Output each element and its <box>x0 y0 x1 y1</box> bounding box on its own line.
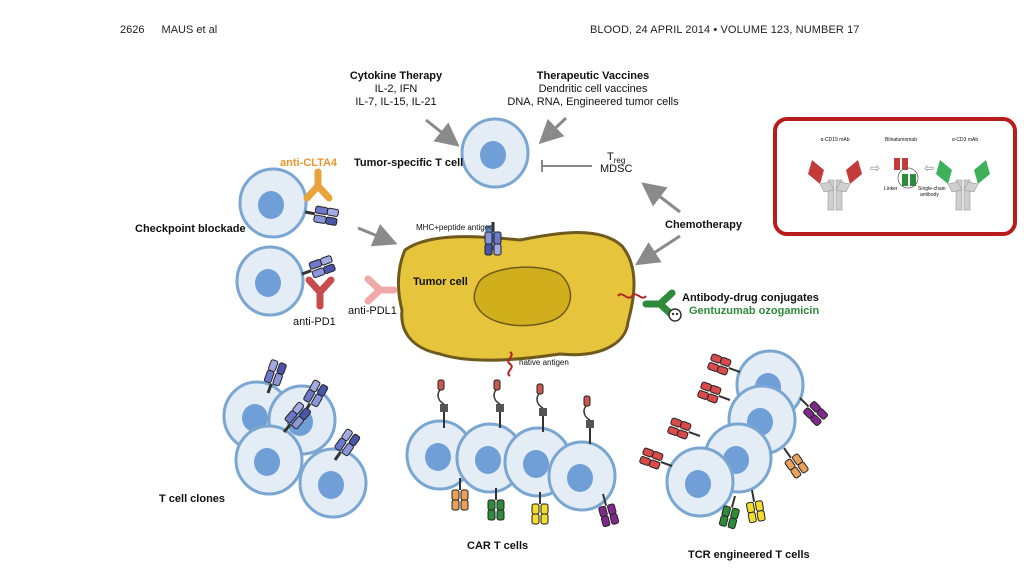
inset-arrow-right: ⇦ <box>924 161 934 175</box>
vaccines-line2: DNA, RNA, Engineered tumor cells <box>507 96 679 108</box>
inset-blinatumomab-molecule <box>894 158 919 189</box>
chemo-arrow-up <box>641 182 681 214</box>
checkpoint-tcr-top <box>302 202 341 228</box>
checkpoint-blockade-label: Checkpoint blockade <box>135 223 246 235</box>
inset-arrow-left: ⇨ <box>870 161 880 175</box>
journal-running-head: BLOOD, 24 APRIL 2014 • VOLUME 123, NUMBE… <box>590 24 860 36</box>
cytokine-line2: IL-7, IL-15, IL-21 <box>355 96 436 108</box>
adc-antibody <box>646 293 672 315</box>
cytokine-title: Cytokine Therapy <box>350 70 443 82</box>
tumor-cell-label: Tumor cell <box>413 276 468 288</box>
inset-anti-cd3-label: α-CD3 mAb <box>952 137 978 143</box>
checkpoint-arrow <box>357 224 398 247</box>
page-number: 2626 <box>120 24 145 36</box>
adc-example: Gentuzumab ozogamicin <box>689 305 819 317</box>
checkpoint-t-cell-top <box>238 167 308 239</box>
anti-pd1-label: anti-PD1 <box>293 316 336 328</box>
t-cell-clones-group <box>222 357 368 519</box>
car-t-cells-group <box>405 379 621 528</box>
inset-blinatumomab-label: Blinatumomab <box>885 137 917 143</box>
cytokine-line1: IL-2, IFN <box>375 83 418 95</box>
chemo-arrow-down <box>634 234 681 266</box>
mhc-peptide-label: MHC+peptide antigen <box>416 223 494 232</box>
vaccines-line1: Dendritic cell vaccines <box>539 83 648 95</box>
adc-title: Antibody-drug conjugates <box>682 292 819 304</box>
anti-ctla4-label: anti-CLTA4 <box>280 157 338 169</box>
blinatumomab-inset-frame <box>773 117 1017 236</box>
car-t-cells-label: CAR T cells <box>467 540 528 552</box>
inset-anti-cd3-antibody <box>936 160 990 211</box>
tumor-specific-t-cell-label: Tumor-specific T cell <box>354 157 463 169</box>
author-running-head: MAUS et al <box>161 24 218 36</box>
anti-pdl1-label: anti-PDL1 <box>348 305 397 317</box>
t-cell-clones-label: T cell clones <box>159 493 225 505</box>
vaccines-arrow <box>538 116 568 145</box>
tumor-surface-antigen <box>617 293 647 299</box>
inset-single-chain-label: Single-chain <box>918 186 946 192</box>
anti-ctla4-antibody <box>307 172 329 198</box>
mdsc-label: MDSC <box>600 163 632 175</box>
inset-linker-label: Linker <box>884 186 898 192</box>
inset-anti-cd19-antibody <box>808 160 862 211</box>
tcr-engineered-label: TCR engineered T cells <box>688 549 810 561</box>
cytokine-arrow <box>425 118 460 147</box>
anti-pd1-antibody <box>309 280 331 306</box>
anti-pdl1-antibody <box>368 279 394 301</box>
inset-anti-cd19-label: α-CD19 mAb <box>820 137 849 143</box>
tcr-engineered-t-cells-group <box>638 349 830 530</box>
page-header-left: 2626 MAUS et al <box>120 24 217 36</box>
tumor-specific-t-cell <box>460 117 530 189</box>
native-antigen-label: native antigen <box>519 358 569 367</box>
native-antigen-squiggle <box>507 351 513 377</box>
chemotherapy-label: Chemotherapy <box>665 219 743 231</box>
inset-antibody-label: antibody <box>920 192 939 198</box>
checkpoint-t-cell-bottom <box>235 245 305 317</box>
tumor-nucleus <box>473 266 572 327</box>
toxin-skull-icon <box>668 308 682 322</box>
vaccines-title: Therapeutic Vaccines <box>537 70 650 82</box>
treg-label: Treg <box>607 151 625 165</box>
